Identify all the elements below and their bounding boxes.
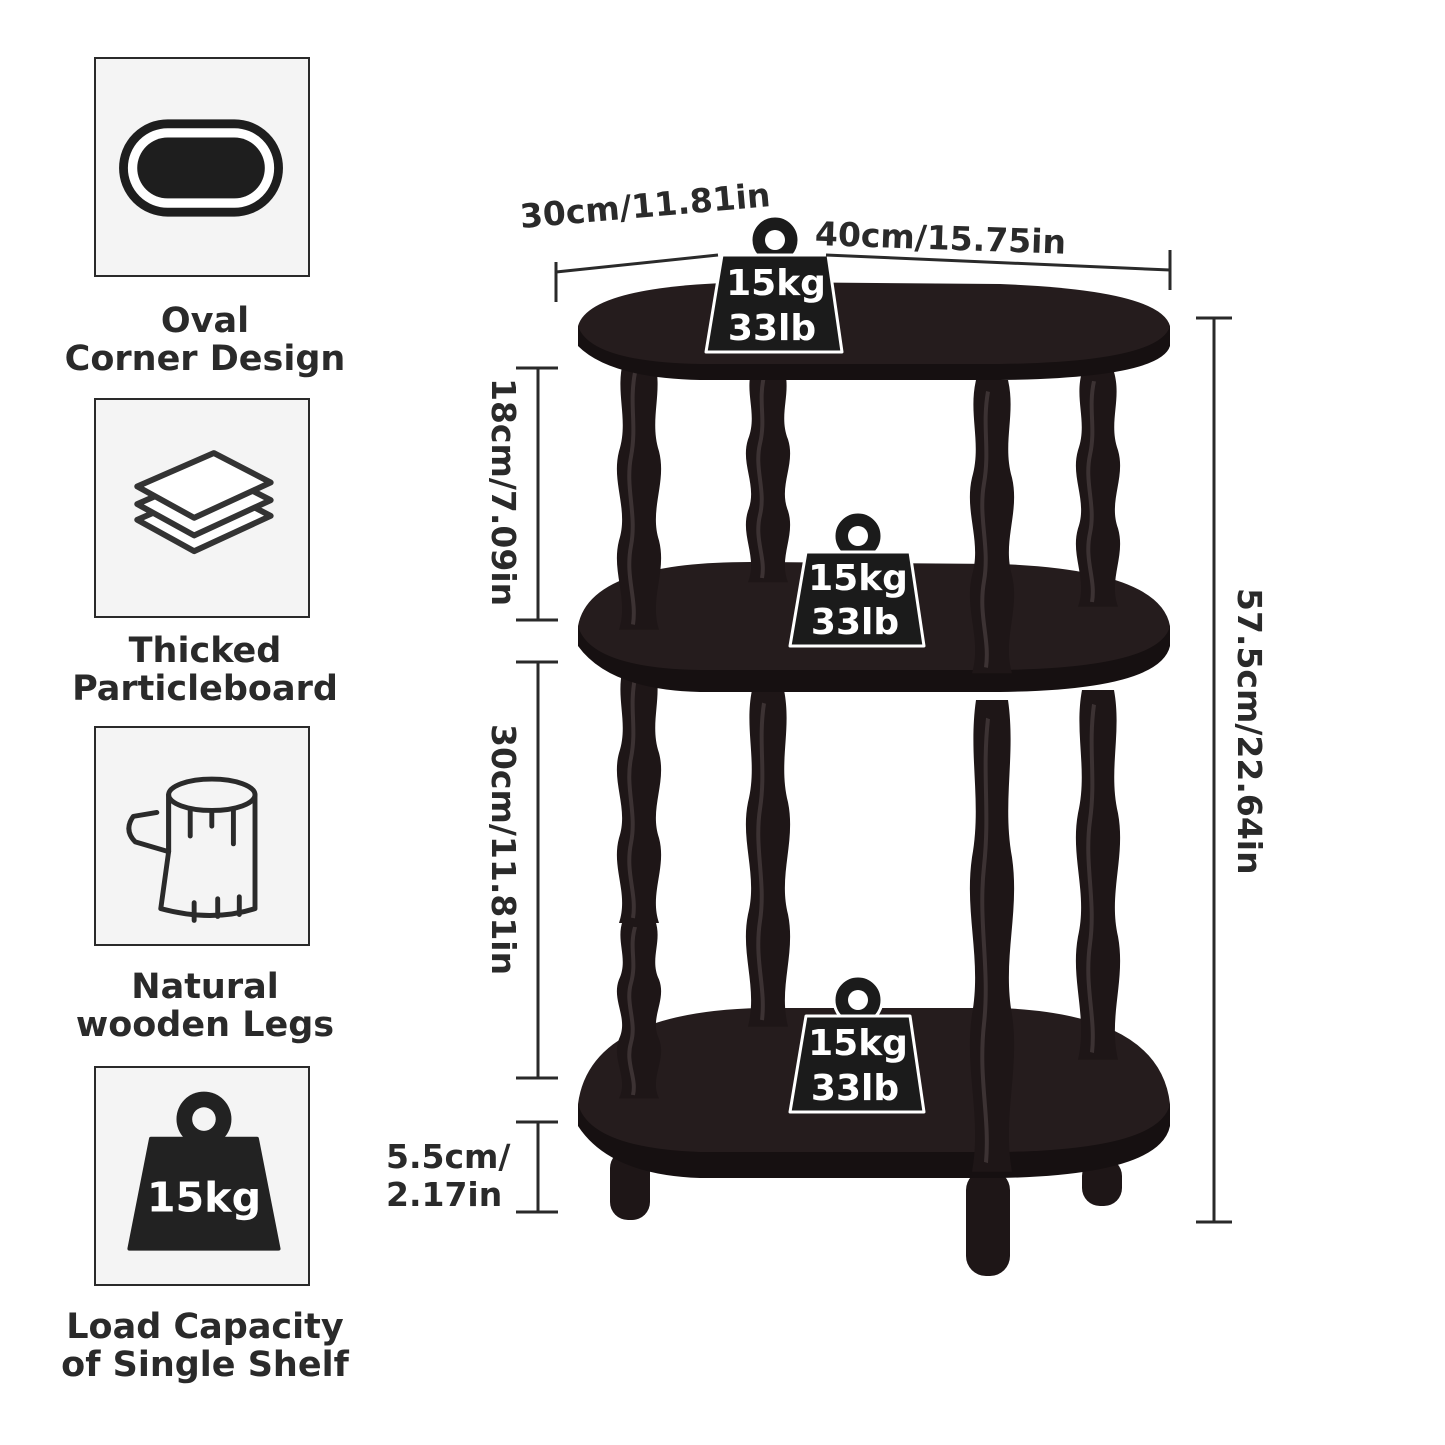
top-load-lb: 33lb <box>728 308 816 349</box>
total-height-label: 57.5cm/22.64in <box>1230 588 1269 875</box>
lower-gap-label: 30cm/11.81in <box>484 724 523 976</box>
middle-load-lb: 33lb <box>811 602 899 643</box>
wood-log-icon <box>126 776 258 923</box>
feature-box-oval <box>94 57 310 277</box>
leg-height-label: 5.5cm/ 2.17in <box>386 1137 511 1214</box>
layered-boards-icon <box>134 450 274 555</box>
lower-leg-front-left <box>614 666 664 925</box>
dimension-lines <box>516 250 1232 1224</box>
top-shelf <box>578 282 1170 364</box>
middle-load-kg: 15kg <box>808 558 908 599</box>
shelf-load-badge-middle: 15kg 33lb <box>788 510 926 648</box>
shelf-load-badge-top: 15kg 33lb <box>704 214 844 354</box>
feature-box-particleboard <box>94 398 310 618</box>
bottom-load-kg: 15kg <box>808 1023 908 1064</box>
bottom-load-lb: 33lb <box>811 1068 899 1109</box>
feature-box-load: 15kg <box>94 1066 310 1286</box>
shelf-load-badge-bottom: 15kg 33lb <box>788 974 926 1114</box>
feature-box-wooden-legs <box>94 726 310 946</box>
foot-front-right <box>966 1170 1010 1276</box>
top-load-kg: 15kg <box>726 263 826 304</box>
weight-icon-text: 15kg <box>147 1173 261 1221</box>
top-gap-label: 18cm/7.09in <box>484 378 523 607</box>
oval-corner-icon <box>119 119 283 217</box>
weight-icon: 15kg <box>127 1091 281 1251</box>
